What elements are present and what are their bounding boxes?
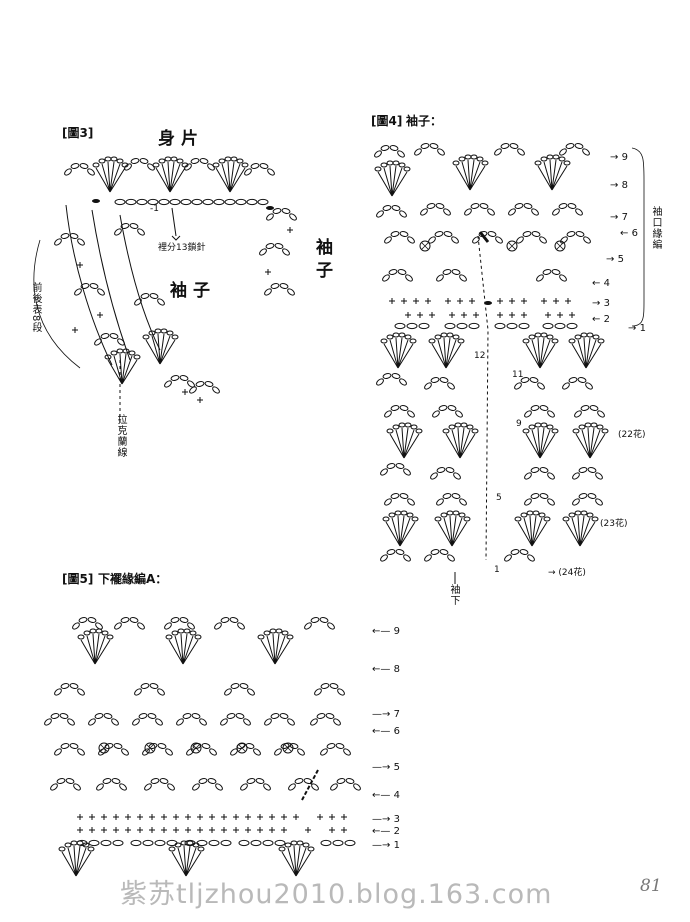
fig4-inner-row-11: 11 — [512, 370, 524, 380]
fig3-sleeve-label: 袖子 — [170, 281, 216, 301]
fig4-side-note: 袖口緣編 — [650, 206, 661, 250]
fig5-row-2: ←— 2 — [372, 826, 400, 837]
fig4-row-9: → 9 — [610, 152, 628, 163]
fig5-row-8: ←— 8 — [372, 664, 400, 675]
fig5-row-5: —→ 5 — [372, 762, 400, 773]
fig4-label: [圖4] — [371, 114, 403, 128]
fig4-flowers-24: → (24花) — [548, 568, 586, 578]
fig4-drawing — [372, 142, 645, 584]
fig5-title: 下襬緣編A： — [98, 572, 168, 586]
fig4-row-7: → 7 — [610, 212, 628, 223]
fig4-row-8: → 8 — [610, 180, 628, 191]
fig5-row-4: ←— 4 — [372, 790, 400, 801]
fig4-row-2: ← 2 — [592, 314, 610, 325]
fig4-flowers-23: (23花) — [600, 519, 628, 529]
fig5-drawing — [42, 616, 363, 877]
fig3-label: [圖3] — [62, 126, 94, 140]
fig5-row-1: —→ 1 — [372, 840, 400, 851]
fig3-lower-note: 拉克蘭線 — [115, 414, 126, 458]
fig4-inner-row-9: 9 — [516, 419, 522, 429]
fig4-row-3: → 3 — [592, 298, 610, 309]
fig3-drawing — [33, 156, 299, 430]
fig4-inner-row-1: 1 — [494, 565, 500, 575]
fig4-title: 袖子： — [406, 114, 443, 128]
fig4-inner-row-5: 5 — [496, 493, 502, 503]
fig3-left-note: 前後表8段 — [30, 282, 41, 334]
fig5-row-3: —→ 3 — [372, 814, 400, 825]
fig5-label: [圖5] — [62, 572, 94, 586]
fig5-row-7: —→ 7 — [372, 709, 400, 720]
fig3-body-piece-title: 身片 — [158, 129, 204, 149]
fig5-row-6: ←— 6 — [372, 726, 400, 737]
fig4-row-4: ← 4 — [592, 278, 610, 289]
watermark: 紫苏tljzhou2010.blog.163.com — [120, 879, 553, 910]
fig4-row-5: → 5 — [606, 254, 624, 265]
fig4-inner-row-12: 12 — [474, 351, 486, 361]
fig4-bottom-note: 袖下 — [448, 584, 459, 606]
fig5-row-9: ←— 9 — [372, 626, 400, 637]
fig4-flowers-22: (22花) — [618, 430, 646, 440]
fig4-row-1: → 1 — [628, 323, 646, 334]
fig3-sleeve-vertical-label: 袖子 — [312, 238, 332, 284]
fig3-minus-one: -1 — [150, 204, 159, 214]
fig4-row-6: ← 6 — [620, 228, 638, 239]
fig3-pick-note: 裡分13鎖針 — [158, 243, 206, 253]
page-number: 81 — [640, 876, 662, 896]
